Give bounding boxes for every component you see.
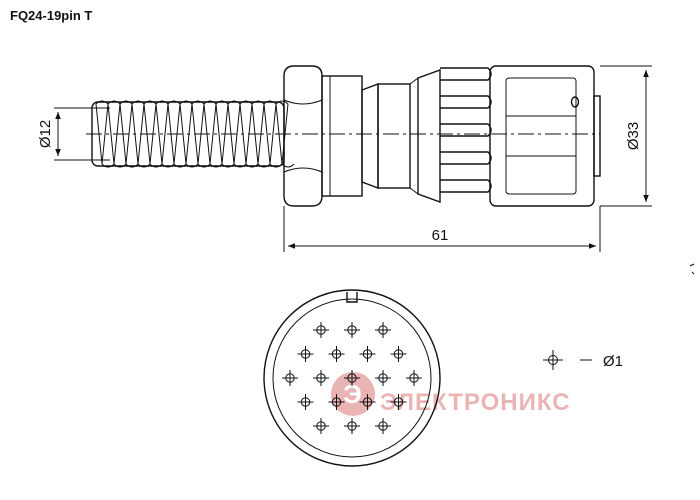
contact-pin bbox=[375, 370, 391, 386]
edge-tick bbox=[689, 263, 695, 275]
spring-top-loop bbox=[215, 100, 229, 105]
spring-bottom-loop bbox=[113, 163, 127, 168]
spring-bottom-loop bbox=[173, 163, 187, 168]
spring-top-loop bbox=[251, 100, 265, 105]
neck bbox=[361, 77, 419, 195]
spring-bottom-loop bbox=[137, 163, 151, 168]
spring-bottom-loop bbox=[281, 163, 295, 168]
coupling-ring bbox=[417, 65, 601, 207]
spring-top-loop bbox=[191, 100, 205, 105]
contact-pin bbox=[406, 370, 422, 386]
side-view: Ø12 Ø33 61 bbox=[37, 65, 695, 275]
contact-pin bbox=[344, 322, 360, 338]
contact-pin bbox=[328, 394, 345, 410]
cable-diameter-dimension: Ø12 bbox=[37, 107, 110, 161]
spring-top-loop bbox=[179, 100, 193, 105]
spring-top-loop bbox=[119, 100, 133, 105]
spring-bottom-loop bbox=[233, 163, 247, 168]
spring-bottom-loop bbox=[197, 163, 211, 168]
length-dimension: 61 bbox=[283, 206, 601, 252]
pin-diameter-label: Ø1 bbox=[603, 353, 623, 370]
spring-bottom-loop bbox=[149, 163, 163, 168]
spring-top-loop bbox=[155, 100, 169, 105]
contact-pin bbox=[390, 394, 407, 410]
face-inner-circle bbox=[272, 298, 432, 458]
contact-pin bbox=[359, 394, 376, 410]
contact-pin bbox=[375, 418, 391, 434]
spring-top-loop bbox=[131, 100, 145, 105]
length-label: 61 bbox=[432, 227, 449, 244]
spring-bottom-loop bbox=[257, 163, 271, 168]
contact-pin bbox=[344, 370, 360, 386]
contact-pins bbox=[282, 322, 422, 434]
grip-rib bbox=[440, 95, 492, 109]
grip-rib bbox=[440, 151, 492, 165]
spring-bottom-loop bbox=[125, 163, 139, 168]
keyway bbox=[346, 292, 358, 303]
page-title: FQ24-19pin T bbox=[10, 8, 93, 23]
spring-top-loop bbox=[95, 100, 109, 105]
contact-pin bbox=[313, 322, 329, 338]
watermark-logo-letter: Э bbox=[343, 379, 363, 409]
spring-top-loop bbox=[239, 100, 253, 105]
watermark-text: ЭЛЕКТРОНИКС bbox=[380, 389, 571, 416]
grip-rib bbox=[440, 67, 492, 81]
contact-pin bbox=[344, 418, 360, 434]
spring-top-loop bbox=[263, 100, 277, 105]
contact-pin bbox=[390, 346, 407, 362]
contact-pin bbox=[282, 370, 298, 386]
front-view bbox=[263, 289, 441, 467]
spring-top-loop bbox=[203, 100, 217, 105]
spring-top-loop bbox=[107, 100, 121, 105]
spring-bottom-loop bbox=[161, 163, 175, 168]
spring-top-loop bbox=[167, 100, 181, 105]
grip-rib bbox=[440, 179, 492, 193]
spring-top-loop bbox=[275, 100, 289, 105]
contact-pin bbox=[297, 346, 314, 362]
face-outer-circle bbox=[263, 289, 441, 467]
contact-pin bbox=[297, 394, 314, 410]
contact-pin bbox=[328, 346, 345, 362]
body-diameter-label: Ø33 bbox=[625, 122, 642, 150]
spring-bottom-loop bbox=[209, 163, 223, 168]
spring-bottom-loop bbox=[185, 163, 199, 168]
contact-pin bbox=[359, 346, 376, 362]
contact-pin bbox=[313, 370, 329, 386]
grip-rib bbox=[440, 123, 492, 137]
hex-nut bbox=[283, 65, 323, 207]
watermark: Э ЭЛЕКТРОНИКС bbox=[331, 372, 571, 416]
body-diameter-dimension: Ø33 bbox=[600, 65, 652, 207]
spring-bottom-loop bbox=[269, 163, 283, 168]
spring-top-loop bbox=[227, 100, 241, 105]
spring-bottom-loop bbox=[221, 163, 235, 168]
cable-diameter-label: Ø12 bbox=[37, 120, 54, 148]
spring-top-loop bbox=[143, 100, 157, 105]
contact-pin bbox=[313, 418, 329, 434]
spring-bottom-loop bbox=[245, 163, 259, 168]
collar bbox=[321, 75, 363, 197]
pin-legend: Ø1 bbox=[543, 350, 623, 370]
contact-pin bbox=[375, 322, 391, 338]
spring-bottom-loop bbox=[101, 163, 115, 168]
